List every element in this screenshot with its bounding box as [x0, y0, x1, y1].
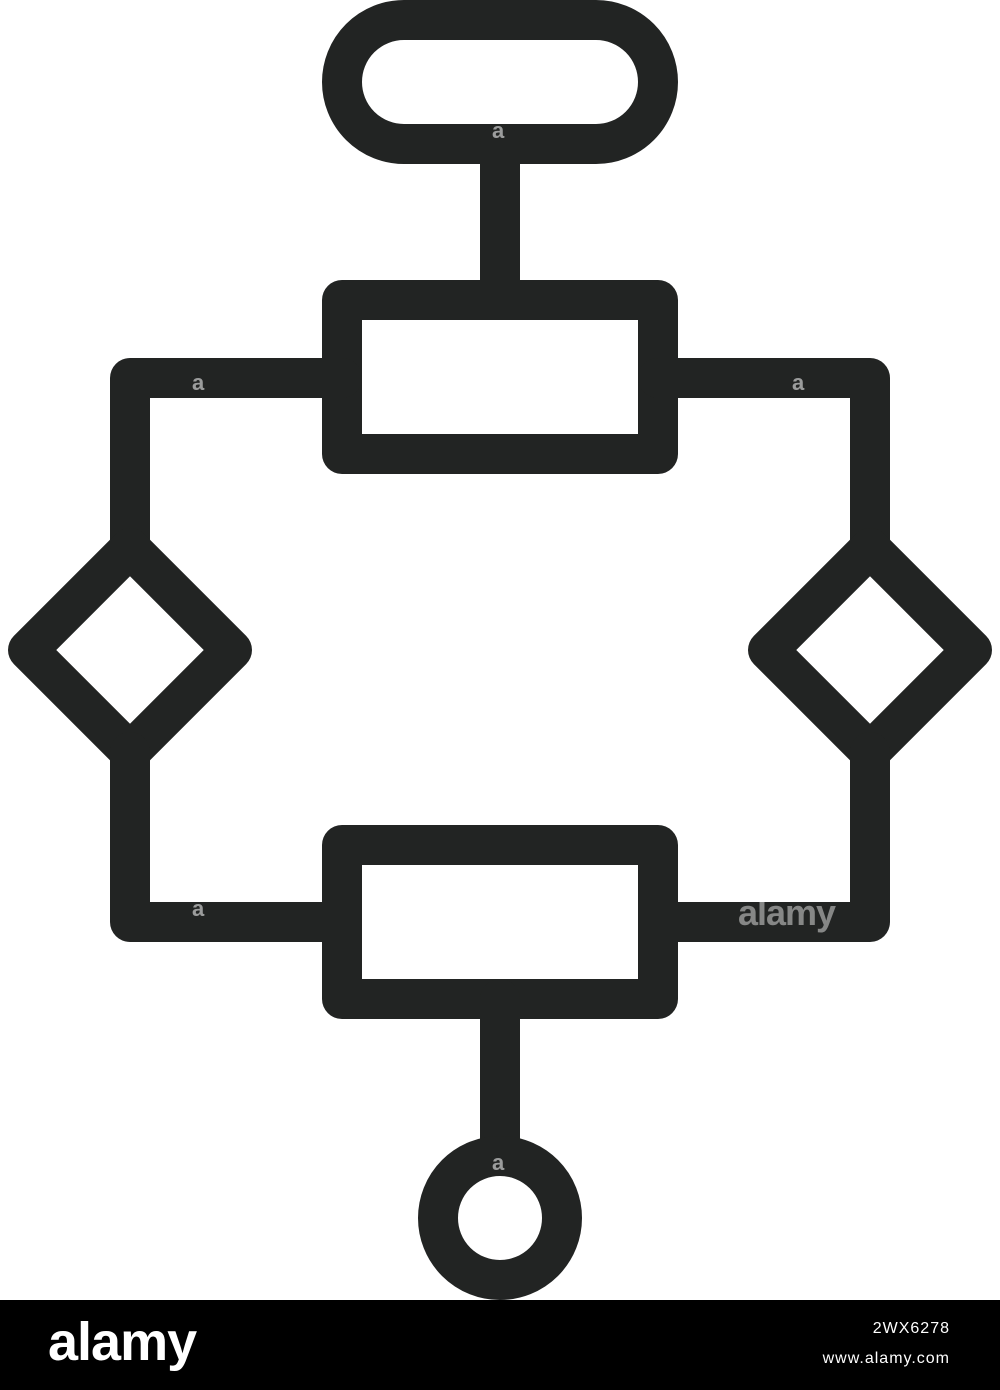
watermark-mark: a	[492, 1150, 505, 1175]
watermark-mark: a	[792, 370, 805, 395]
footer-bar: alamy 2WX6278 www.alamy.com	[0, 1300, 1000, 1390]
connector-top-to-right-decision	[638, 358, 890, 568]
right-decision-shape	[748, 528, 992, 772]
watermark-mark: a	[192, 896, 205, 921]
watermark-mark: a	[492, 118, 505, 143]
connector-top-to-left-decision	[110, 358, 362, 568]
watermark-text: alamy	[738, 892, 836, 933]
end-connector-shape	[418, 1136, 582, 1300]
connector-left-decision-to-bottom	[110, 732, 362, 942]
bottom-process-shape	[322, 825, 678, 1019]
top-process-shape	[322, 280, 678, 474]
flowchart-icon: a a a a a alamy	[8, 0, 992, 1300]
connector-right-decision-to-bottom	[638, 732, 890, 942]
left-decision-shape	[8, 528, 252, 772]
flowchart-svg	[8, 0, 992, 1300]
site-url: www.alamy.com	[822, 1350, 950, 1367]
watermark-mark: a	[192, 370, 205, 395]
image-id: 2WX6278	[872, 1320, 950, 1337]
alamy-logo: alamy	[48, 1312, 197, 1372]
